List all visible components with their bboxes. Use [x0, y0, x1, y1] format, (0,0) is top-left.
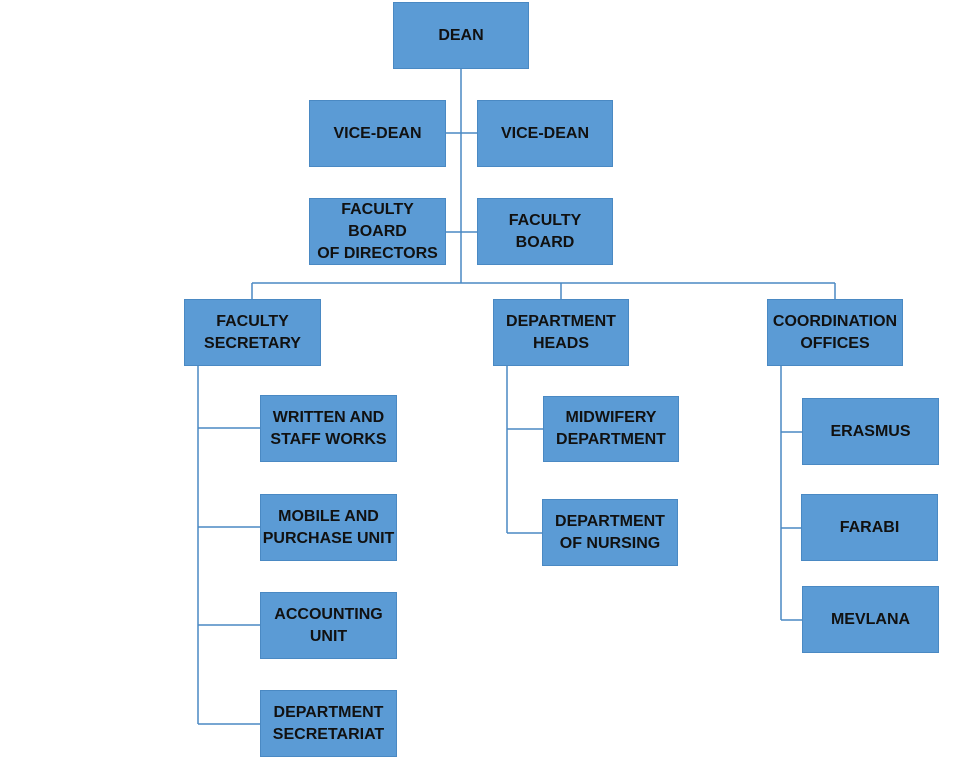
node-faculty-secretary: FACULTY SECRETARY	[184, 299, 321, 366]
node-erasmus: ERASMUS	[802, 398, 939, 465]
node-mobile-and-purchase-unit: MOBILE AND PURCHASE UNIT	[260, 494, 397, 561]
node-farabi: FARABI	[801, 494, 938, 561]
node-vice-dean-left: VICE-DEAN	[309, 100, 446, 167]
node-midwifery-department: MIDWIFERY DEPARTMENT	[543, 396, 679, 462]
node-department-of-nursing: DEPARTMENT OF NURSING	[542, 499, 678, 566]
node-coordination-offices: COORDINATION OFFICES	[767, 299, 903, 366]
node-written-and-staff-works: WRITTEN AND STAFF WORKS	[260, 395, 397, 462]
node-accounting-unit: ACCOUNTING UNIT	[260, 592, 397, 659]
node-dean: DEAN	[393, 2, 529, 69]
node-faculty-board-of-directors: FACULTY BOARD OF DIRECTORS	[309, 198, 446, 265]
node-department-heads: DEPARTMENT HEADS	[493, 299, 629, 366]
node-department-secretariat: DEPARTMENT SECRETARIAT	[260, 690, 397, 757]
node-vice-dean-right: VICE-DEAN	[477, 100, 613, 167]
node-mevlana: MEVLANA	[802, 586, 939, 653]
node-faculty-board: FACULTY BOARD	[477, 198, 613, 265]
